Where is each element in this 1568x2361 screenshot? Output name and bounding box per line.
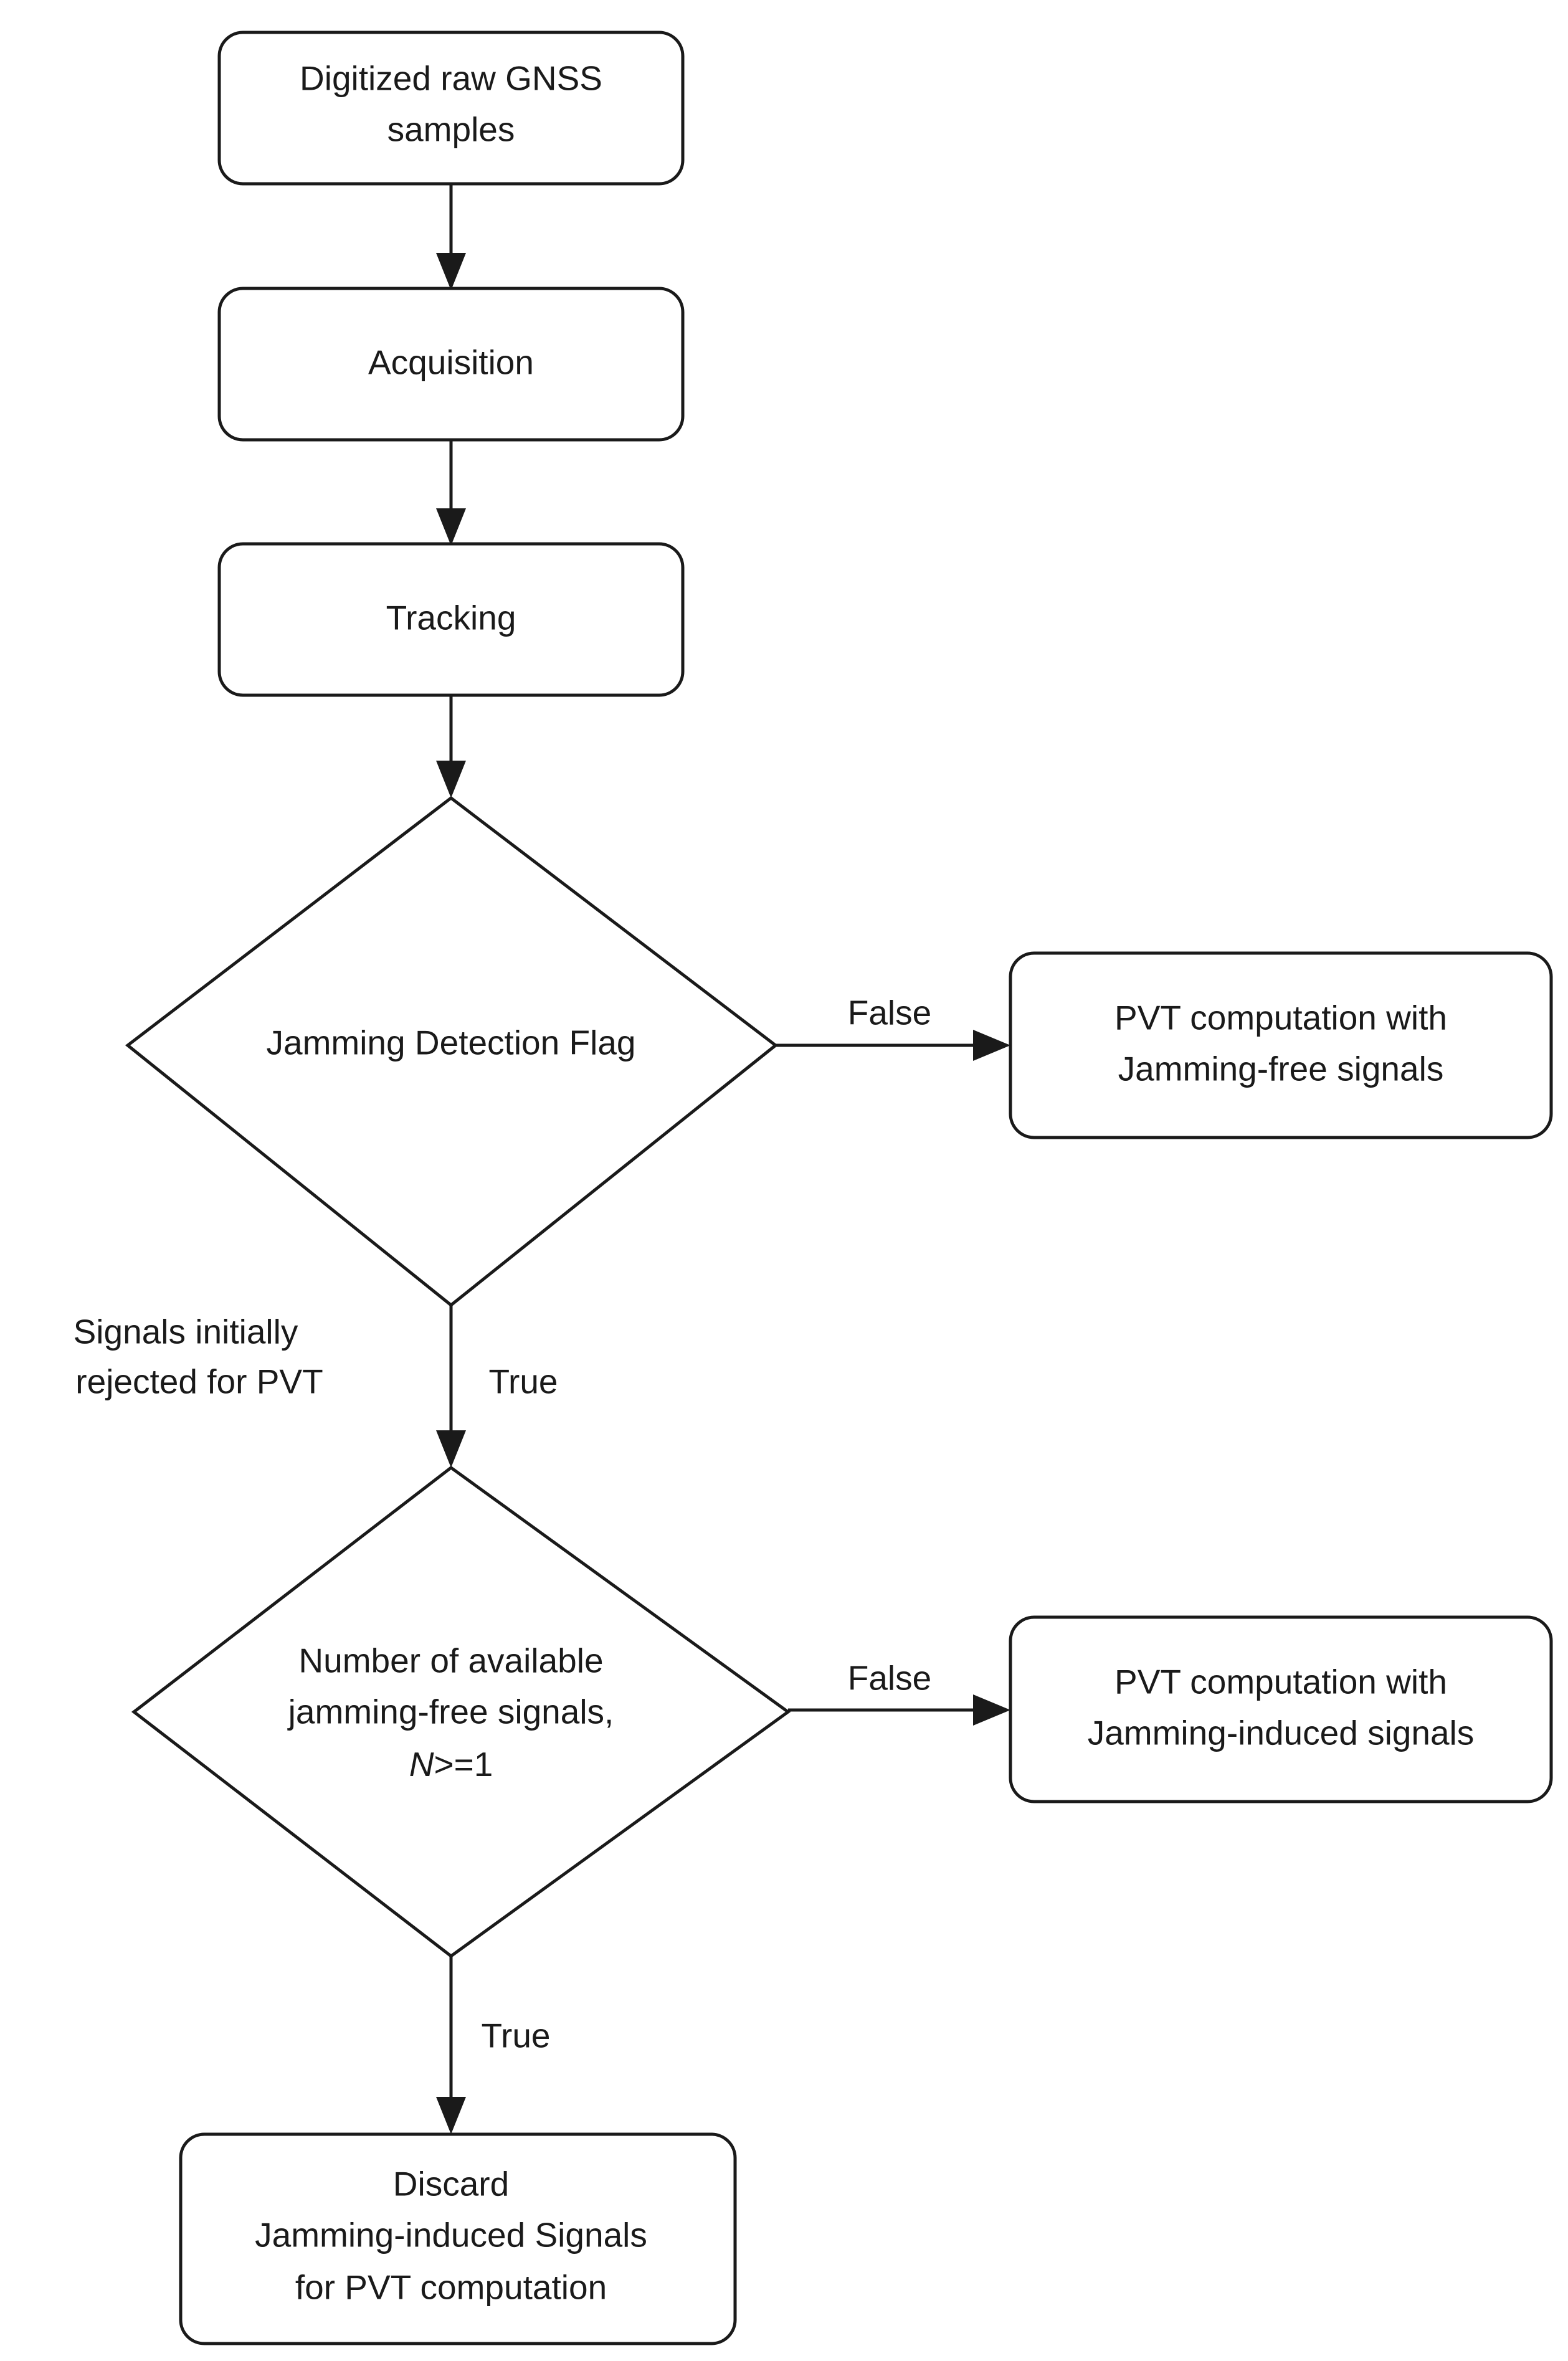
node-jamming-detection-flag-label: Jamming Detection Flag	[266, 1024, 635, 1062]
node-raw-samples-line-1: Digitized raw GNSS	[300, 59, 602, 98]
edge-label-flag-false: False	[848, 994, 932, 1032]
node-pvt-jamming-free-line-2: Jamming-free signals	[1118, 1050, 1444, 1088]
edge-label-count-true: True	[481, 2017, 550, 2055]
node-jamming-detection-flag[interactable]: Jamming Detection Flag	[125, 796, 779, 1308]
node-raw-samples-shape	[217, 31, 685, 186]
node-pvt-jamming-free-shape	[1009, 951, 1553, 1139]
condition-variable-n: N	[409, 1745, 434, 1784]
node-discard-signals[interactable]: Discard Jamming-induced Signals for PVT …	[179, 2132, 737, 2345]
node-tracking[interactable]: Tracking	[217, 542, 685, 697]
edge-flag-true	[436, 1305, 466, 1468]
annotation-rejected-note: Signals initially rejected for PVT	[74, 1313, 323, 1401]
edge-raw-to-acquisition	[436, 184, 466, 290]
edge-acquisition-to-tracking	[436, 439, 466, 546]
node-pvt-jamming-induced-shape	[1009, 1615, 1553, 1803]
condition-operator: >=1	[434, 1745, 493, 1784]
node-pvt-jamming-induced-line-2: Jamming-induced signals	[1088, 1714, 1475, 1752]
annotation-rejected-note-line-1: Signals initially	[74, 1313, 298, 1351]
node-acquisition-shape	[217, 287, 685, 442]
node-pvt-jamming-induced-line-1: PVT computation with	[1114, 1663, 1447, 1701]
node-pvt-jamming-free[interactable]: PVT computation with Jamming-free signal…	[1009, 951, 1553, 1139]
node-raw-samples[interactable]: Digitized raw GNSS samples	[217, 31, 685, 186]
edge-label-flag-true: True	[488, 1362, 558, 1401]
node-tracking-shape	[217, 542, 685, 697]
node-pvt-jamming-induced[interactable]: PVT computation with Jamming-induced sig…	[1009, 1615, 1553, 1803]
node-jamming-detection-flag-shape	[125, 796, 779, 1308]
node-discard-signals-line-1: Discard	[393, 2165, 509, 2203]
node-available-signals-check[interactable]: Number of available jamming-free signals…	[131, 1465, 791, 1959]
edge-label-count-false: False	[848, 1659, 932, 1698]
annotation-rejected-note-line-2: rejected for PVT	[75, 1362, 323, 1401]
node-acquisition-label: Acquisition	[368, 343, 534, 382]
node-tracking-label: Tracking	[386, 599, 516, 637]
node-available-signals-check-shape	[131, 1465, 791, 1959]
node-available-signals-check-line-2: jamming-free signals,	[287, 1693, 614, 1731]
node-discard-signals-line-2: Jamming-induced Signals	[255, 2216, 647, 2254]
node-discard-signals-line-3: for PVT computation	[295, 2268, 607, 2307]
node-acquisition[interactable]: Acquisition	[217, 287, 685, 442]
node-discard-signals-shape	[179, 2132, 737, 2345]
node-raw-samples-line-2: samples	[387, 110, 515, 149]
edge-tracking-to-flag	[436, 695, 466, 798]
node-available-signals-check-condition: N>=1	[409, 1745, 493, 1784]
node-pvt-jamming-free-line-1: PVT computation with	[1114, 999, 1447, 1037]
edge-count-false	[788, 1694, 1010, 1726]
node-available-signals-check-line-1: Number of available	[298, 1641, 603, 1680]
edge-flag-false	[776, 1030, 1010, 1061]
edge-count-true	[436, 1956, 466, 2134]
